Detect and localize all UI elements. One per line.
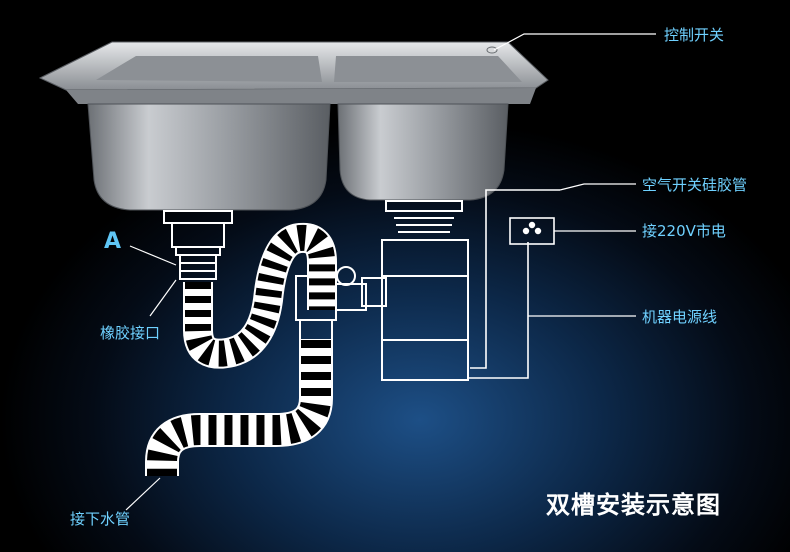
double-sink <box>38 41 549 211</box>
lower-drain-hose <box>145 340 333 476</box>
control-switch-label: 控制开关 <box>664 26 725 44</box>
marker-a-label: A <box>104 229 122 254</box>
machine-power-cord-label: 机器电源线 <box>642 308 718 326</box>
left-drain-fitting <box>163 210 233 280</box>
tee-connector <box>295 266 367 341</box>
wiring-lines <box>468 189 560 379</box>
label-leader-lines <box>125 33 656 511</box>
rubber-connector-label: 橡胶接口 <box>100 324 161 342</box>
air-switch-tube-label: 空气开关硅胶管 <box>642 176 748 194</box>
drain-pipe-label: 接下水管 <box>70 510 131 528</box>
food-waste-disposer <box>361 200 469 381</box>
mains-power-label: 接220V市电 <box>642 222 726 240</box>
diagram-title: 双槽安装示意图 <box>546 491 721 519</box>
corrugated-drain-hose <box>183 222 337 369</box>
